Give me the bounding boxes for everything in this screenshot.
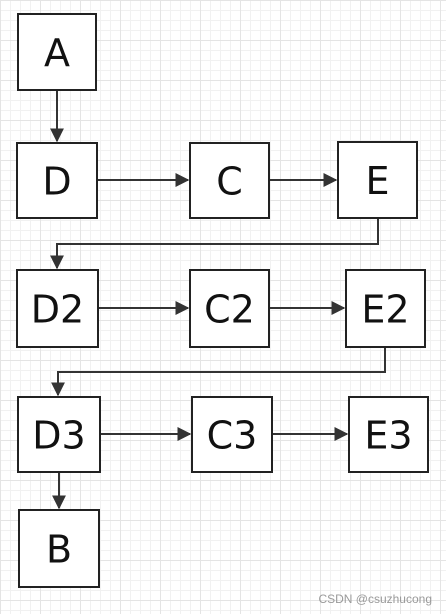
node-label-e2: E2 bbox=[361, 288, 409, 332]
edges-layer bbox=[50, 90, 386, 510]
node-label-a: A bbox=[44, 31, 70, 75]
node-c2: C2 bbox=[189, 269, 270, 348]
node-label-e3: E3 bbox=[364, 414, 412, 458]
node-e2: E2 bbox=[345, 269, 426, 348]
node-box-b bbox=[18, 509, 100, 588]
node-box-d2 bbox=[16, 269, 99, 348]
node-box-e bbox=[337, 141, 418, 219]
node-b: B bbox=[18, 509, 100, 588]
node-a: A bbox=[17, 13, 97, 91]
edge-e2-to-d3 bbox=[51, 347, 386, 397]
node-box-c bbox=[189, 142, 270, 219]
node-d3: D3 bbox=[17, 396, 101, 473]
node-box-e3 bbox=[348, 396, 429, 473]
node-box-a bbox=[17, 13, 97, 91]
node-label-b: B bbox=[46, 528, 72, 572]
node-c3: C3 bbox=[191, 396, 273, 473]
node-label-c3: C3 bbox=[207, 414, 258, 458]
node-label-d: D bbox=[42, 160, 71, 204]
node-box-d bbox=[16, 142, 98, 219]
node-label-c2: C2 bbox=[204, 288, 255, 332]
node-box-c3 bbox=[191, 396, 273, 473]
node-label-e: E bbox=[365, 159, 389, 203]
node-box-e2 bbox=[345, 269, 426, 348]
watermark: CSDN @csuzhucong bbox=[318, 592, 432, 606]
node-label-d3: D3 bbox=[32, 414, 85, 458]
node-e: E bbox=[337, 141, 418, 219]
node-d2: D2 bbox=[16, 269, 99, 348]
node-label-d2: D2 bbox=[31, 288, 84, 332]
node-label-c: C bbox=[216, 160, 243, 204]
node-e3: E3 bbox=[348, 396, 429, 473]
node-c: C bbox=[189, 142, 270, 219]
edge-e-to-d2 bbox=[50, 218, 379, 270]
node-d: D bbox=[16, 142, 98, 219]
node-box-d3 bbox=[17, 396, 101, 473]
node-box-c2 bbox=[189, 269, 270, 348]
